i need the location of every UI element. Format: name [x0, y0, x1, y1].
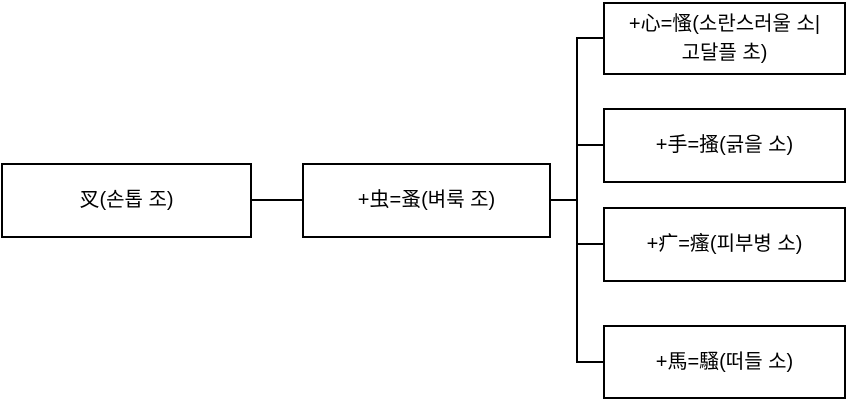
node-derived-hand: +手=搔(긁을 소)	[603, 108, 846, 183]
node-derived-heart: +心=慅(소란스러울 소| 고달플 초)	[603, 2, 846, 75]
node-flea: +虫=蚤(벼룩 조)	[302, 163, 551, 238]
node-derived-sickness: +疒=瘙(피부병 소)	[603, 207, 846, 282]
connector-stub-heart	[578, 37, 604, 39]
connector-stub-horse	[578, 361, 604, 363]
node-derived-sickness-label: +疒=瘙(피부병 소)	[646, 233, 803, 255]
connector-flea-to-trunk	[550, 199, 578, 201]
connector-stub-sickness	[578, 243, 604, 245]
node-derived-horse: +馬=騷(떠들 소)	[603, 325, 846, 399]
node-root-claw: 㕚(손톱 조)	[1, 163, 252, 238]
connector-stub-hand	[578, 144, 604, 146]
node-derived-hand-label: +手=搔(긁을 소)	[655, 134, 794, 156]
node-derived-heart-label-line2: 고달플 초)	[681, 41, 768, 64]
connector-trunk	[576, 37, 578, 363]
connector-root-to-flea	[251, 199, 303, 201]
node-flea-label: +虫=蚤(벼룩 조)	[357, 189, 496, 211]
node-root-label: 㕚(손톱 조)	[79, 189, 174, 211]
node-derived-horse-label: +馬=騷(떠들 소)	[655, 350, 794, 373]
node-derived-heart-label-line1: +心=慅(소란스러울 소|	[628, 12, 821, 35]
